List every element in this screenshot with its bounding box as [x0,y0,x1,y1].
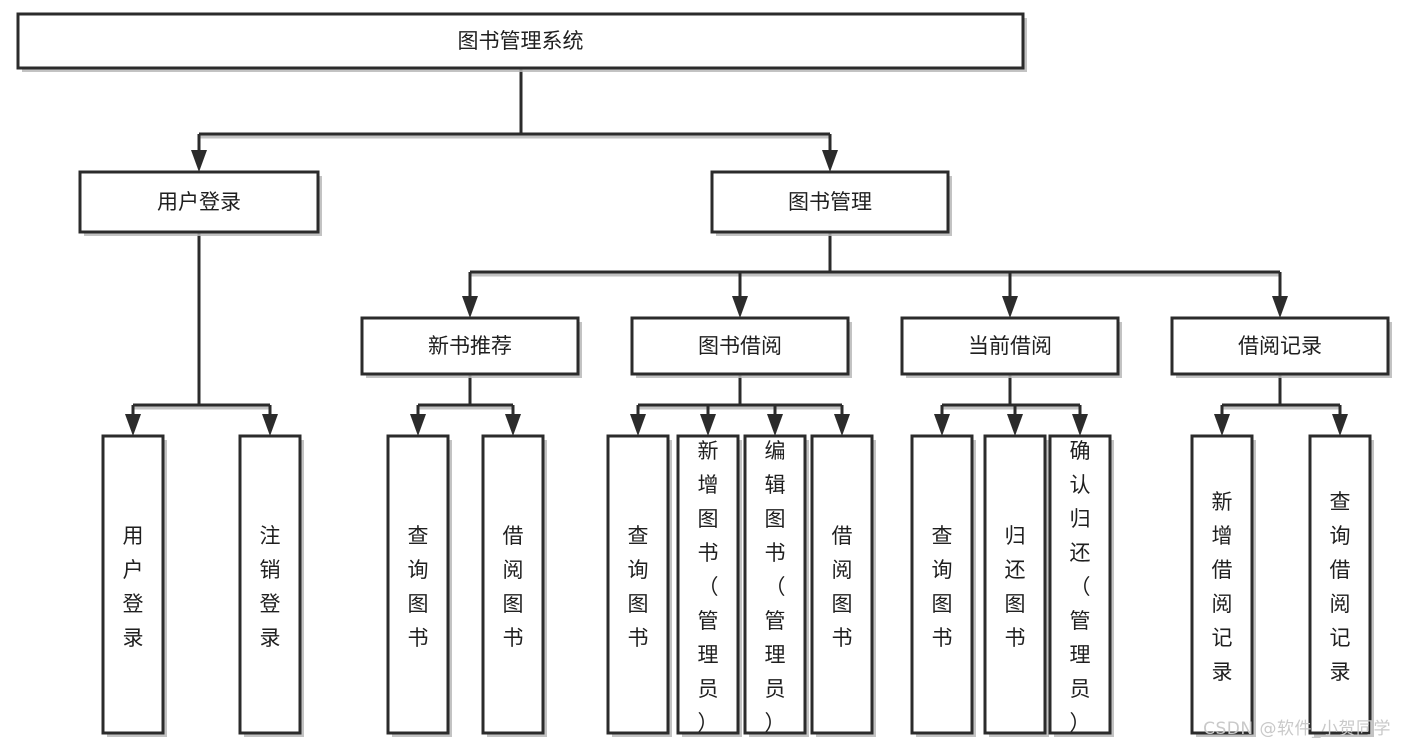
edge-layer [125,68,1348,436]
node-leaf-query-book-1[interactable]: 查询图书 [386,434,452,737]
node-user-login[interactable]: 用户登录 [78,170,322,236]
node-rect[interactable] [238,434,302,735]
node-label: 查询图书 [932,524,953,650]
node-leaf-edit-book[interactable]: 编辑图书（管理员） [743,434,809,737]
node-label: 注销登录 [260,524,281,650]
node-label: 新书推荐 [428,334,512,358]
node-rect[interactable] [1048,434,1112,735]
node-label: 图书管理 [788,190,872,214]
node-rect[interactable] [710,170,950,234]
node-leaf-borrow-book-1[interactable]: 借阅图书 [481,434,547,737]
node-rect[interactable] [900,316,1120,376]
node-book-borrow[interactable]: 图书借阅 [630,316,852,378]
node-layer: 图书管理系统用户登录图书管理新书推荐图书借阅当前借阅借阅记录用户登录注销登录查询… [16,12,1392,737]
node-rect[interactable] [1308,434,1372,735]
watermark: CSDN @软件_小贺同学 [1203,719,1391,739]
node-rect[interactable] [481,434,545,735]
node-label: 用户登录 [157,190,241,214]
node-rect[interactable] [360,316,580,376]
node-label: 新增图书（管理员） [698,439,719,735]
node-rect[interactable] [78,170,320,234]
node-rect[interactable] [910,434,974,735]
node-label: 借阅记录 [1238,334,1322,358]
node-label: 借阅图书 [832,524,853,650]
node-label: 借阅图书 [503,524,524,650]
node-label: 图书借阅 [698,334,782,358]
node-rect[interactable] [983,434,1047,735]
node-borrow-record[interactable]: 借阅记录 [1170,316,1392,378]
node-new-book-rec[interactable]: 新书推荐 [360,316,582,378]
node-rect[interactable] [606,434,670,735]
node-label: 新增借阅记录 [1212,490,1233,684]
node-label: 编辑图书（管理员） [765,439,786,735]
node-rect[interactable] [386,434,450,735]
node-leaf-add-book[interactable]: 新增图书（管理员） [676,434,742,737]
node-rect[interactable] [630,316,850,376]
node-rect[interactable] [676,434,740,735]
node-label: 查询图书 [408,524,429,650]
node-rect[interactable] [1170,316,1390,376]
node-rect[interactable] [101,434,165,735]
node-leaf-user-login[interactable]: 用户登录 [101,434,167,737]
node-leaf-confirm-return[interactable]: 确认归还（管理员） [1048,434,1114,737]
node-rect[interactable] [810,434,874,735]
node-rect[interactable] [16,12,1025,70]
node-leaf-logout[interactable]: 注销登录 [238,434,304,737]
node-leaf-query-record[interactable]: 查询借阅记录 [1308,434,1374,737]
node-leaf-query-book-3[interactable]: 查询图书 [910,434,976,737]
node-label: 图书管理系统 [458,29,584,53]
node-root[interactable]: 图书管理系统 [16,12,1027,72]
node-leaf-borrow-book-2[interactable]: 借阅图书 [810,434,876,737]
node-rect[interactable] [1190,434,1254,735]
node-label: 查询图书 [628,524,649,650]
node-leaf-query-book-2[interactable]: 查询图书 [606,434,672,737]
node-rect[interactable] [743,434,807,735]
node-label: 用户登录 [123,524,144,650]
node-leaf-return-book[interactable]: 归还图书 [983,434,1049,737]
node-label: 归还图书 [1005,524,1026,650]
node-label: 当前借阅 [968,334,1052,358]
node-label: 确认归还（管理员） [1070,439,1091,735]
node-book-manage[interactable]: 图书管理 [710,170,952,236]
node-current-borrow[interactable]: 当前借阅 [900,316,1122,378]
node-label: 查询借阅记录 [1330,490,1351,684]
node-leaf-add-record[interactable]: 新增借阅记录 [1190,434,1256,737]
